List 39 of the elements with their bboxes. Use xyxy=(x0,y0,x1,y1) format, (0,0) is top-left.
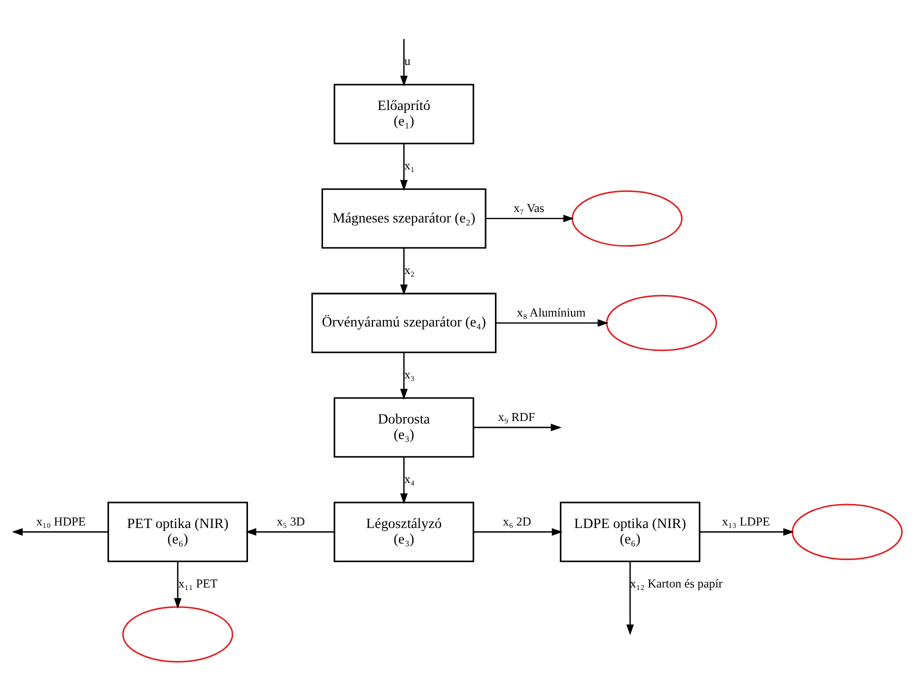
edge-label: x₅ 3D xyxy=(276,514,304,528)
arrow xyxy=(400,144,408,191)
node-ellipse xyxy=(606,294,717,352)
arrow xyxy=(400,39,408,86)
arrow xyxy=(626,561,634,636)
edge-label: x₄ xyxy=(404,472,414,486)
edge-label: x₉ RDF xyxy=(498,410,535,424)
edge-label: x₇ Vas xyxy=(513,201,544,216)
node-ellipse xyxy=(571,190,682,247)
node-box: Légosztályzó (e₃) xyxy=(333,502,474,562)
edge-label: x₂ xyxy=(404,262,414,277)
node-box: LDPE optika (NIR) (e₆) xyxy=(559,502,700,562)
node-box: Mágneses szeparátor (e₂) xyxy=(321,188,486,249)
node-ellipse xyxy=(122,606,233,663)
edge-label: x₁₃ LDPE xyxy=(722,514,770,528)
edge-label: x₆ 2D xyxy=(502,514,531,528)
arrow xyxy=(473,528,562,536)
node-box: Dobrosta (e₃) xyxy=(333,397,474,458)
node-box: Örvényáramú szeparátor (e₄) xyxy=(310,292,496,354)
arrow xyxy=(400,352,408,400)
edge-label: x₁₂ Karton és papír xyxy=(629,576,722,590)
arrow xyxy=(11,528,108,536)
arrow xyxy=(244,528,334,536)
arrow xyxy=(400,248,408,296)
edge-label: u xyxy=(404,54,410,68)
edge-label: x₁₀ HDPE xyxy=(36,514,86,528)
arrow xyxy=(485,214,574,222)
arrow xyxy=(473,424,562,432)
node-box: PET optika (NIR) (e₆) xyxy=(107,502,248,562)
edge-label: x₁ xyxy=(404,158,414,172)
arrow xyxy=(173,561,182,609)
arrow xyxy=(699,528,794,536)
node-ellipse xyxy=(791,504,902,560)
arrow xyxy=(400,457,408,504)
edge-label: x₁₁ PET xyxy=(178,576,218,590)
edge-label: x₈ Alumínium xyxy=(516,305,586,320)
node-box: Előaprító (e₁) xyxy=(333,84,474,144)
arrow xyxy=(495,319,608,327)
edge-label: x₃ xyxy=(404,367,414,382)
